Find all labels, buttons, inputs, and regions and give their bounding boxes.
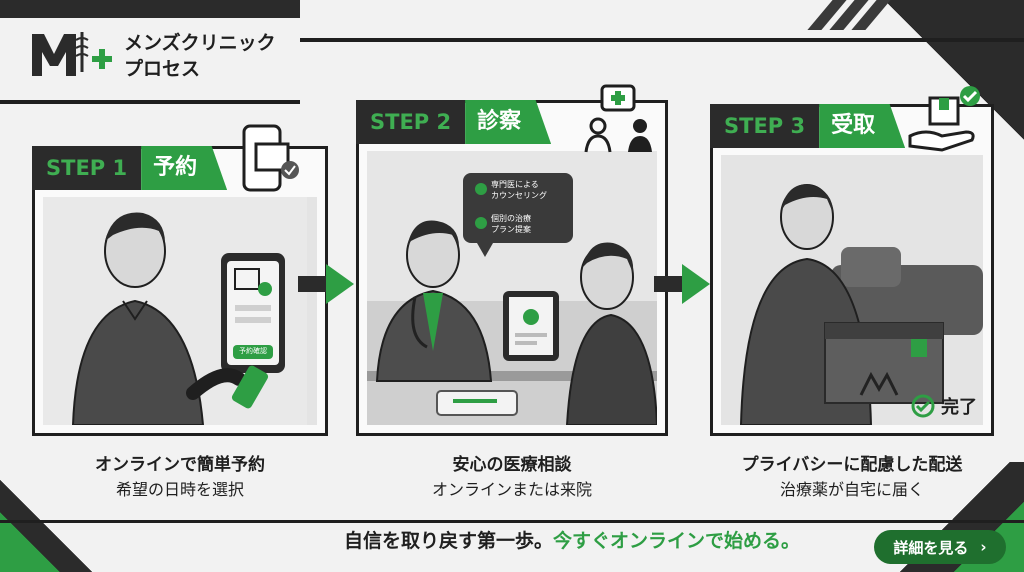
step-2-panel: 専門医による カウンセリング 個別の治療 プラン提案 STEP 2 診察 (356, 100, 668, 436)
phone-confirm-button-label: 予約確認 (239, 347, 267, 355)
brand-title-line2: プロセス (124, 58, 201, 80)
step-1-caption: オンラインで簡単予約 (95, 455, 265, 475)
phone-calendar-icon (242, 124, 299, 192)
brand-title: メンズクリニック プロセス (124, 30, 276, 82)
completed-badge: 完了 (911, 393, 977, 419)
brand-title-line1: メンズクリニック (124, 32, 276, 54)
bubble-line2: カウンセリング (491, 191, 547, 200)
chevron-right-icon: › (980, 538, 987, 556)
frame-line (300, 38, 1024, 42)
package-handover-icon (908, 86, 980, 152)
step-3-number: STEP 3 (710, 104, 820, 148)
step-3-subcaption: 治療薬が自宅に届く (779, 480, 924, 499)
step-2-title: 診察 (465, 100, 552, 144)
step-2-tab: STEP 2 診察 (356, 100, 552, 144)
frame-line (0, 100, 300, 104)
details-button-label: 詳細を見る (893, 538, 969, 557)
bubble-line3: 個別の治療 (491, 214, 531, 223)
step-3-caption: プライバシーに配慮した配送 (741, 455, 963, 475)
step-2-caption: 安心の医療相談 (452, 455, 572, 475)
step-3-panel: STEP 3 受取 完了 (710, 104, 994, 436)
step-3-tab: STEP 3 受取 (710, 104, 906, 148)
step-3-illustration (721, 155, 983, 425)
frame-line (0, 520, 1024, 523)
bubble-line4: プラン提案 (491, 225, 531, 234)
step-1-title: 予約 (141, 146, 228, 190)
arrow-right-icon (654, 264, 710, 304)
details-button[interactable]: 詳細を見る › (874, 530, 1006, 564)
cta-text-primary: 自信を取り戻す第一歩。 (344, 530, 554, 552)
step-1-tab: STEP 1 予約 (32, 146, 228, 190)
step-2-subcaption: オンラインまたは来院 (431, 480, 592, 499)
step-3-title: 受取 (819, 104, 906, 148)
step-2-illustration: 専門医による カウンセリング 個別の治療 プラン提案 (367, 151, 657, 425)
step-1-number: STEP 1 (32, 146, 142, 190)
clinic-logo-icon (32, 32, 112, 76)
step-1-panel: 予約確認 STEP 1 予約 (32, 146, 328, 436)
step-1-subcaption: 希望の日時を選択 (115, 480, 244, 499)
decor-bar-top-left (0, 0, 300, 18)
check-circle-icon (911, 394, 935, 418)
arrow-right-icon (298, 264, 354, 304)
cta-message: 自信を取り戻す第一歩。今すぐオンラインで始める。 (344, 526, 800, 553)
consultation-icon (584, 84, 652, 153)
step-1-illustration: 予約確認 (43, 197, 317, 425)
cta-text-highlight: 今すぐオンラインで始める。 (553, 530, 801, 552)
completed-label: 完了 (941, 397, 977, 418)
speech-bubble-text: 専門医による カウンセリング 個別の治療 プラン提案 (491, 179, 547, 235)
bubble-line1: 専門医による (491, 180, 539, 189)
step-2-number: STEP 2 (356, 100, 466, 144)
